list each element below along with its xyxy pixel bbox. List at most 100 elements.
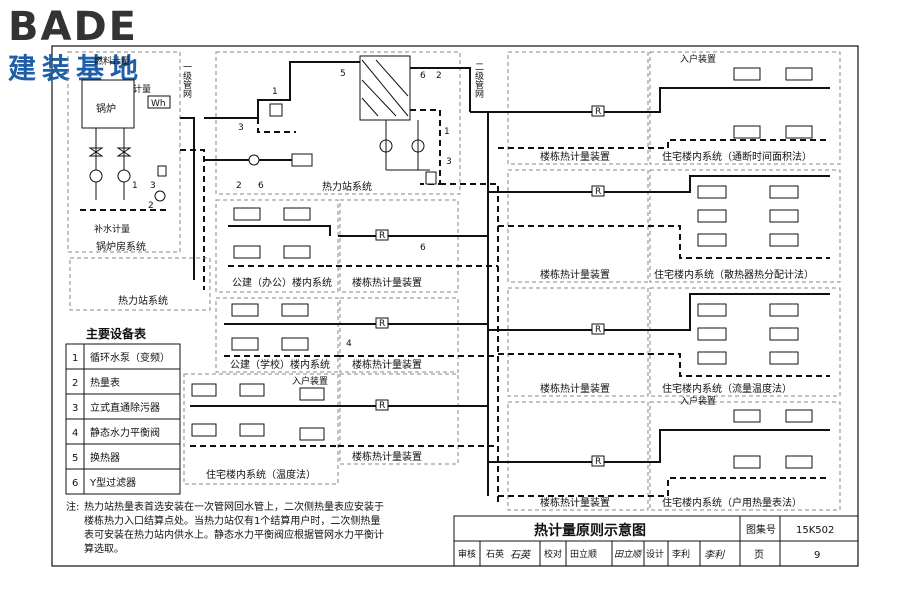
tag-2c: 2: [436, 71, 442, 81]
design-label: 设计: [646, 548, 664, 560]
designer: 李利: [672, 548, 690, 560]
res-radiator-label: 住宅楼内系统（散热器热分配计法）: [654, 268, 814, 281]
pump-icon: [117, 169, 131, 183]
pump-icon: [89, 169, 103, 183]
bldg-meter-col: R 楼栋热计量装置 R 楼栋热计量装置 R 楼栋热计量装置 R 楼栋热计量装置: [488, 51, 649, 511]
note-line-3: 表可安装在热力站内供水上。静态水力平衡阀应根据管网水力平衡计: [84, 528, 384, 541]
boiler-room-label: 锅炉房系统: [96, 240, 146, 253]
eq-name-1: 循环水泵（变频）: [90, 351, 170, 364]
tag-4: 4: [346, 339, 352, 349]
eq-name-5: 换热器: [90, 451, 120, 464]
bldg-meter-label-7: 楼栋热计量装置: [540, 496, 610, 509]
heat-station-label-2: 热力站系统: [118, 294, 168, 307]
secondary-net-label: 二级管网: [473, 62, 484, 99]
strainer-3-icon: [425, 171, 437, 185]
eq-no-1: 1: [72, 353, 78, 364]
tag-1: 1: [132, 181, 138, 191]
meter-2-icon: [248, 154, 260, 166]
public-school-system: 公建（学校）楼内系统: [215, 297, 339, 373]
public-school-label: 公建（学校）楼内系统: [230, 358, 330, 371]
entry-device-label: 入户装置: [680, 53, 716, 65]
heat-station-system: 5 3 1 2 6 6 2 1 3 热力站系统: [204, 51, 471, 195]
primary-return-pipe: [180, 149, 205, 290]
strainer-3-icon: [269, 103, 283, 117]
pump-unit: [291, 153, 313, 167]
eq-name-6: Y型过滤器: [89, 476, 136, 489]
eq-no-2: 2: [72, 378, 78, 389]
bldg-meter-label-3: 楼栋热计量装置: [352, 450, 422, 463]
bldg-meter-label-5: 楼栋热计量装置: [540, 268, 610, 281]
r-meter: R: [595, 187, 601, 197]
wh-meter: [147, 95, 171, 109]
r-meter: R: [595, 325, 601, 335]
entry-device-label: 入户装置: [680, 395, 716, 407]
bldg-meter-label-6: 楼栋热计量装置: [540, 382, 610, 395]
bldg-meter-label-4: 楼栋热计量装置: [540, 150, 610, 163]
designer-signature: 李利: [704, 549, 726, 561]
res-household-label: 住宅楼内系统（户用热量表法）: [662, 496, 802, 509]
tag-6c: 6: [420, 243, 426, 253]
fuel-meter-label: 燃料计量: [94, 55, 130, 67]
brand-logo: BADE: [8, 4, 138, 50]
res-temp-label: 住宅楼内系统（温度法）: [206, 468, 316, 481]
strainer-3-icon: [157, 165, 167, 177]
bldg-meter-school: R 4 楼栋热计量装置: [338, 297, 498, 373]
eq-no-6: 6: [72, 478, 78, 489]
atlas-no: 15K502: [796, 525, 834, 536]
review-label: 审核: [458, 548, 476, 560]
reviewer: 石英: [486, 548, 504, 560]
primary-net-label: 一级管网: [181, 62, 192, 99]
res-flowtemp-label: 住宅楼内系统（流量温度法）: [662, 382, 792, 395]
drawing-title: 热计量原则示意图: [534, 522, 646, 539]
tag-3: 3: [150, 181, 156, 191]
note-prefix: 注:: [66, 500, 79, 513]
note-line-2: 楼栋热力入口结算点处。当热力站仅有1个结算用户时，二次侧热量: [84, 514, 380, 527]
page-no: 9: [814, 550, 820, 561]
tag-6b: 6: [420, 71, 426, 81]
note-block: 注: 热力站热量表首选安装在一次管网回水管上，二次侧热量表应安装于 楼栋热力入口…: [66, 500, 384, 555]
eq-no-4: 4: [72, 428, 78, 439]
makeup-water-label: 补水计量: [94, 223, 130, 235]
boiler-room-system: 燃料计量 电计量 锅炉 Wh 1 2 3 补水计量 锅炉房系统: [67, 51, 181, 253]
eq-name-3: 立式直通除污器: [90, 401, 160, 414]
checker-signature: 田立顺: [614, 549, 643, 560]
tag-1c: 1: [444, 127, 450, 137]
wh-label: Wh: [151, 99, 166, 109]
boiler-label: 锅炉: [96, 103, 116, 115]
r-meter: R: [595, 107, 601, 117]
r-meter: R: [379, 231, 385, 241]
drawing-frame: [51, 45, 859, 567]
boiler: [81, 79, 135, 129]
reviewer-signature: 石英: [510, 549, 532, 561]
checker: 田立顺: [570, 548, 597, 560]
res-onoff-system: 入户装置 住宅楼内系统（通断时间面积法）: [648, 51, 841, 165]
primary-supply-pipe: [180, 117, 195, 280]
tag-3c: 3: [446, 157, 452, 167]
heat-station-label: 热力站系统: [322, 180, 372, 193]
tag-6: 6: [258, 181, 264, 191]
meter-2-icon: [154, 190, 166, 202]
page-label: 页: [754, 549, 764, 561]
res-onoff-label: 住宅楼内系统（通断时间面积法）: [662, 150, 812, 163]
entry-device-label: 入户装置: [292, 375, 328, 387]
eq-no-5: 5: [72, 453, 78, 464]
title-block: 热计量原则示意图 图集号 15K502 审核 石英 石英 校对 田立顺 田立顺 …: [453, 515, 859, 567]
bldg-meter-office: R 6 楼栋热计量装置: [326, 199, 498, 293]
secondary-return-trunk: [440, 183, 499, 506]
bldg-meter-label-1: 楼栋热计量装置: [352, 276, 422, 289]
public-office-system: 公建（办公）楼内系统: [215, 199, 339, 293]
note-line-4: 算选取。: [84, 542, 124, 555]
equipment-table: 主要设备表 1 循环水泵（变频） 2 热量表 3 立式直通除污器 4 静态水力平…: [65, 326, 181, 495]
r-meter: R: [379, 319, 385, 329]
public-office-label: 公建（办公）楼内系统: [232, 276, 332, 289]
eq-name-2: 热量表: [90, 376, 120, 389]
tag-1b: 1: [272, 87, 278, 97]
tag-2: 2: [148, 201, 154, 211]
tag-2b: 2: [236, 181, 242, 191]
res-household-system: 入户装置 住宅楼内系统（户用热量表法）: [648, 395, 841, 511]
eq-no-3: 3: [72, 403, 78, 414]
res-flowtemp-system: 住宅楼内系统（流量温度法）: [648, 287, 841, 397]
tag-5: 5: [340, 69, 346, 79]
atlas-label: 图集号: [746, 523, 776, 536]
